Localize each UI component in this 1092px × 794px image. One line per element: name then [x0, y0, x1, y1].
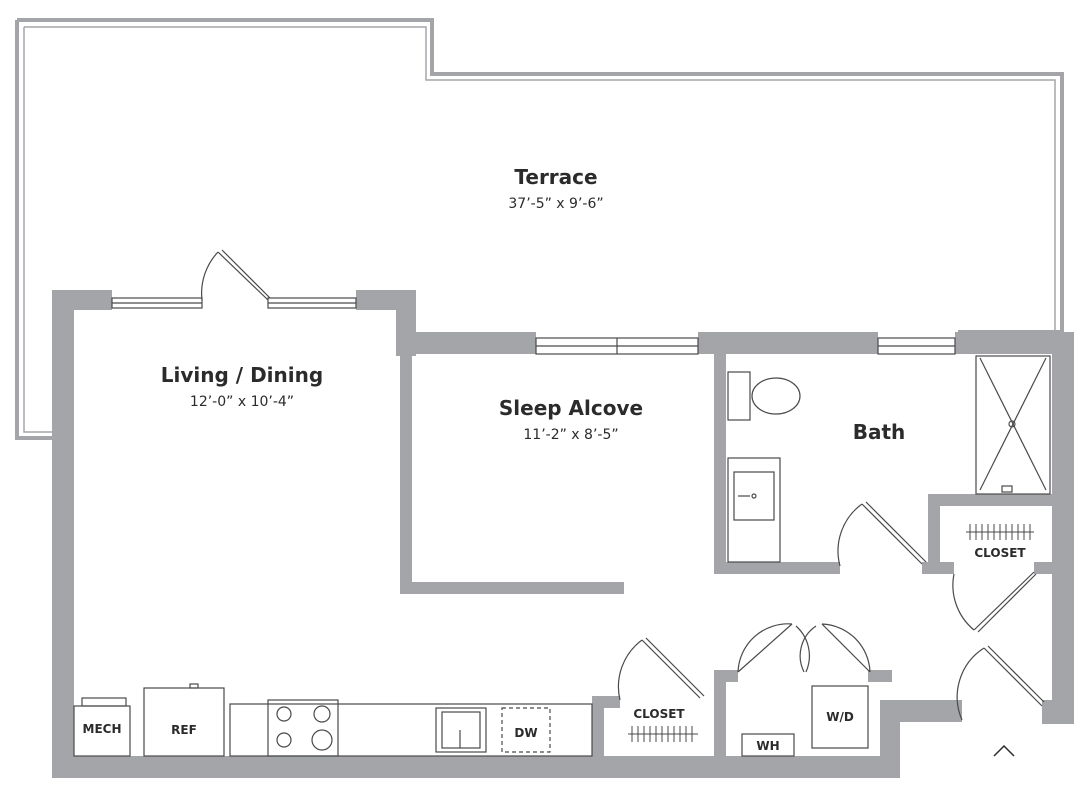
closet-rods: [628, 524, 1034, 742]
bath-name: Bath: [853, 420, 906, 444]
water-heater: [741, 733, 795, 757]
terrace-dims: 37’-5” x 9’-6”: [508, 196, 603, 212]
toilet-bowl: [751, 377, 801, 415]
washer-dryer: [811, 685, 869, 749]
exterior-walls: [52, 290, 1074, 778]
living-name: Living / Dining: [161, 363, 323, 387]
closet-bottom-label: CLOSET: [633, 707, 685, 721]
interior-walls: [400, 332, 1054, 758]
terrace-name: Terrace: [514, 165, 597, 189]
burner: [276, 706, 292, 722]
dw-label: DW: [514, 726, 537, 740]
doors: [201, 249, 1045, 721]
laundry: [741, 685, 869, 757]
sleep-name: Sleep Alcove: [499, 396, 643, 420]
toilet-tank: [727, 371, 751, 421]
entry-arrow-icon: [993, 744, 1015, 757]
ref-label: REF: [171, 723, 197, 737]
sleep-dims: 11’-2” x 8’-5”: [523, 427, 618, 443]
kitchen-sink: [435, 707, 487, 753]
counter: [229, 703, 593, 757]
wd-label: W/D: [826, 710, 854, 724]
vanity: [727, 457, 781, 563]
shower: [975, 355, 1051, 495]
burner: [276, 732, 292, 748]
kitchen: [73, 683, 593, 757]
windows: [111, 297, 956, 355]
refrigerator: [143, 687, 225, 757]
mech-label: MECH: [83, 722, 122, 736]
closet-right-label: CLOSET: [974, 546, 1026, 560]
burner: [313, 705, 331, 723]
range: [267, 699, 339, 757]
terrace-outline-inner: [23, 26, 1056, 433]
wh-label: WH: [756, 739, 779, 753]
living-dims: 12’-0” x 10’-4”: [190, 394, 294, 410]
dishwasher: [501, 707, 551, 753]
burner: [311, 729, 333, 751]
bath-fixtures: [727, 355, 1051, 563]
sink: [733, 471, 775, 521]
